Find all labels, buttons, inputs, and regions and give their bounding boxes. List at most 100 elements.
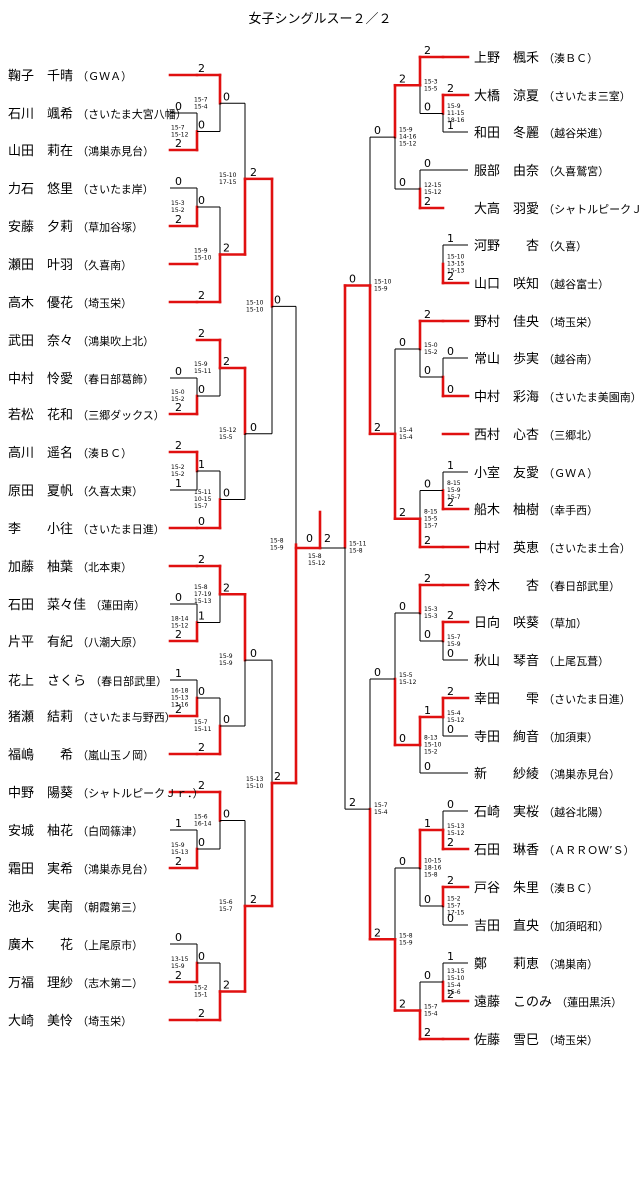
left-player-22: 霜田 実希 （鴻巣赤見台） xyxy=(8,861,154,877)
player-club: （湊ＢＣ） xyxy=(543,881,598,895)
left-r2-m7-score-bottom: 0 xyxy=(198,836,205,849)
right-r3-m1-score-bottom: 0 xyxy=(399,176,406,189)
left-r4-m1-score-top: 2 xyxy=(250,166,257,179)
left-r1-m8-score-top: 1 xyxy=(175,817,182,830)
right-r1-m6-games: 15-12 xyxy=(447,717,465,724)
left-r1-m9-score-bottom: 2 xyxy=(175,969,182,982)
left-r1-m4-score-bottom: 2 xyxy=(175,401,182,414)
player-club: （久喜鷲宮） xyxy=(543,164,609,178)
player-name: 猪瀬 結莉 xyxy=(8,710,77,725)
left-r1-m7-games: 13-16 xyxy=(171,702,189,709)
player-name: 鞠子 千晴 xyxy=(8,69,77,84)
right-r1-m9-games: 15-6 xyxy=(447,989,461,996)
player-name: 船木 柚樹 xyxy=(474,503,543,518)
left-player-23: 池永 実南 （朝霞第三） xyxy=(8,899,143,915)
left-r1-m5-games: 15-2 xyxy=(171,464,185,471)
left-r2-m1-score-bottom: 0 xyxy=(198,119,205,132)
right-r2-m5-games: 15-3 xyxy=(424,613,438,620)
right-r2-m2-games: 12-15 xyxy=(424,182,442,189)
left-player-18: 猪瀬 結莉 （さいたま与野西） xyxy=(8,710,176,725)
left-player-13: 李 小往 （さいたま日進） xyxy=(8,522,165,537)
right-semifinal-score-bottom: 2 xyxy=(349,796,356,809)
left-r1-m5-games: 15-2 xyxy=(171,471,185,478)
right-r1-m8-games: 15-2 xyxy=(447,896,461,903)
final-games: 15-8 xyxy=(308,553,322,560)
right-r3-m3-games: 15-5 xyxy=(399,672,413,679)
left-r1-m6-score-bottom: 2 xyxy=(175,628,182,641)
player-name: 野村 佳央 xyxy=(474,315,543,330)
player-club: （埼玉栄） xyxy=(543,315,598,329)
right-r2-m7-games: 15-8 xyxy=(424,872,438,879)
player-club: （久喜南） xyxy=(77,259,132,272)
left-r1-m8-games: 15-9 xyxy=(171,842,185,849)
right-r2-m7-games: 10-15 xyxy=(424,858,442,865)
player-name: 片平 有紀 xyxy=(8,635,77,650)
left-player-24: 廣木 花 （上尾原市） xyxy=(8,937,143,953)
left-r1-m7-score-bottom: 2 xyxy=(175,703,182,716)
right-r3-m2-games: 15-4 xyxy=(399,427,413,434)
player-club: （久喜） xyxy=(543,240,587,253)
right-r1-m7-games: 15-12 xyxy=(447,830,465,837)
right-r2-m1-games: 15-5 xyxy=(424,85,438,92)
left-r4-m1-games: 15-10 xyxy=(246,299,264,306)
left-r2-m4-score-top: 1 xyxy=(198,458,205,471)
player-club: （ＧＷＡ） xyxy=(77,70,132,83)
right-player-23: 戸谷 朱里 （湊ＢＣ） xyxy=(474,881,598,896)
player-name: 山田 莉在 xyxy=(8,144,77,159)
right-semifinal-games: 15-11 xyxy=(349,540,367,547)
left-r2-m4-games: 15-11 xyxy=(194,489,212,496)
left-r1-m1-score-top: 0 xyxy=(175,100,182,113)
left-r2-m7-games: 15-6 xyxy=(194,814,208,821)
left-r1-m6-games: 15-12 xyxy=(171,623,189,630)
left-r2-m1-score-top: 2 xyxy=(198,62,205,75)
left-player-19: 福嶋 希 （嵐山玉ノ岡） xyxy=(8,748,154,763)
right-r1-m2-games: 15-13 xyxy=(447,268,465,275)
right-r1-m2-score-top: 1 xyxy=(447,232,454,245)
left-r2-m5-score-top: 2 xyxy=(198,553,205,566)
player-club: （さいたま日進） xyxy=(543,693,631,706)
right-player-21: 石崎 実桜 （越谷北陽） xyxy=(474,804,609,820)
left-r4-m2-games: 15-10 xyxy=(246,783,264,790)
player-name: 若松 花和 xyxy=(8,407,77,423)
game-scores: 15-715-1215-315-215-015-215-215-218-1415… xyxy=(171,78,465,1017)
right-r1-m6-score-bottom: 0 xyxy=(447,723,454,736)
left-r1-m6-score-top: 0 xyxy=(175,591,182,604)
left-r1-m4-games: 15-0 xyxy=(171,389,185,396)
left-player-5: 安藤 夕莉 （草加谷塚） xyxy=(8,220,143,235)
right-r2-m7-score-top: 1 xyxy=(424,817,431,830)
player-name: 吉田 直央 xyxy=(474,919,543,934)
player-club: （春日部武里） xyxy=(90,674,167,688)
right-r3-m3-score-top: 0 xyxy=(399,600,406,613)
page-title: 女子シングルスー２／２ xyxy=(248,12,392,27)
player-club: （三郷北） xyxy=(543,428,598,442)
right-r1-m2-score-bottom: 2 xyxy=(447,270,454,283)
left-r1-m9-score-top: 0 xyxy=(175,931,182,944)
player-name: 石崎 実桜 xyxy=(474,804,543,820)
left-player-2: 石川 颯希 （さいたま大宮八幡） xyxy=(8,107,187,122)
left-r4-m2-score-bottom: 2 xyxy=(250,893,257,906)
right-r4-m2-score-top: 0 xyxy=(374,666,381,679)
player-club: （鴻巣赤見台） xyxy=(77,862,154,876)
player-club: （埼玉栄） xyxy=(77,296,132,310)
right-r1-m6-games: 15-4 xyxy=(447,710,461,717)
player-club: （さいたま三室） xyxy=(543,89,631,103)
right-r2-m1-score-bottom: 0 xyxy=(424,101,431,114)
left-r3-m4-score-top: 0 xyxy=(223,808,230,821)
player-club: （草加谷塚） xyxy=(77,221,143,234)
left-r1-m9-games: 15-9 xyxy=(171,963,185,970)
match-scores: 0202022102121202200220102102200202202002… xyxy=(175,44,454,1039)
right-r2-m5-games: 15-3 xyxy=(424,606,438,613)
left-player-10: 若松 花和 （三郷ダックス） xyxy=(8,407,165,423)
final-score-right: 2 xyxy=(324,532,331,545)
right-r1-m9-games: 15-10 xyxy=(447,975,465,982)
right-player-6: 河野 杏 （久喜） xyxy=(474,239,587,254)
left-r2-m5-games: 15-8 xyxy=(194,584,208,591)
player-name: 中村 怜愛 xyxy=(8,372,77,387)
right-r3-m3-score-bottom: 0 xyxy=(399,732,406,745)
player-name: 秋山 琴音 xyxy=(474,653,543,669)
right-r2-m4-score-bottom: 2 xyxy=(424,534,431,547)
right-player-16: 日向 咲葵 （草加） xyxy=(474,615,587,631)
right-r1-m8-score-bottom: 0 xyxy=(447,912,454,925)
left-r1-m6-games: 18-14 xyxy=(171,616,189,623)
left-player-26: 大崎 美怜 （埼玉栄） xyxy=(8,1014,132,1029)
